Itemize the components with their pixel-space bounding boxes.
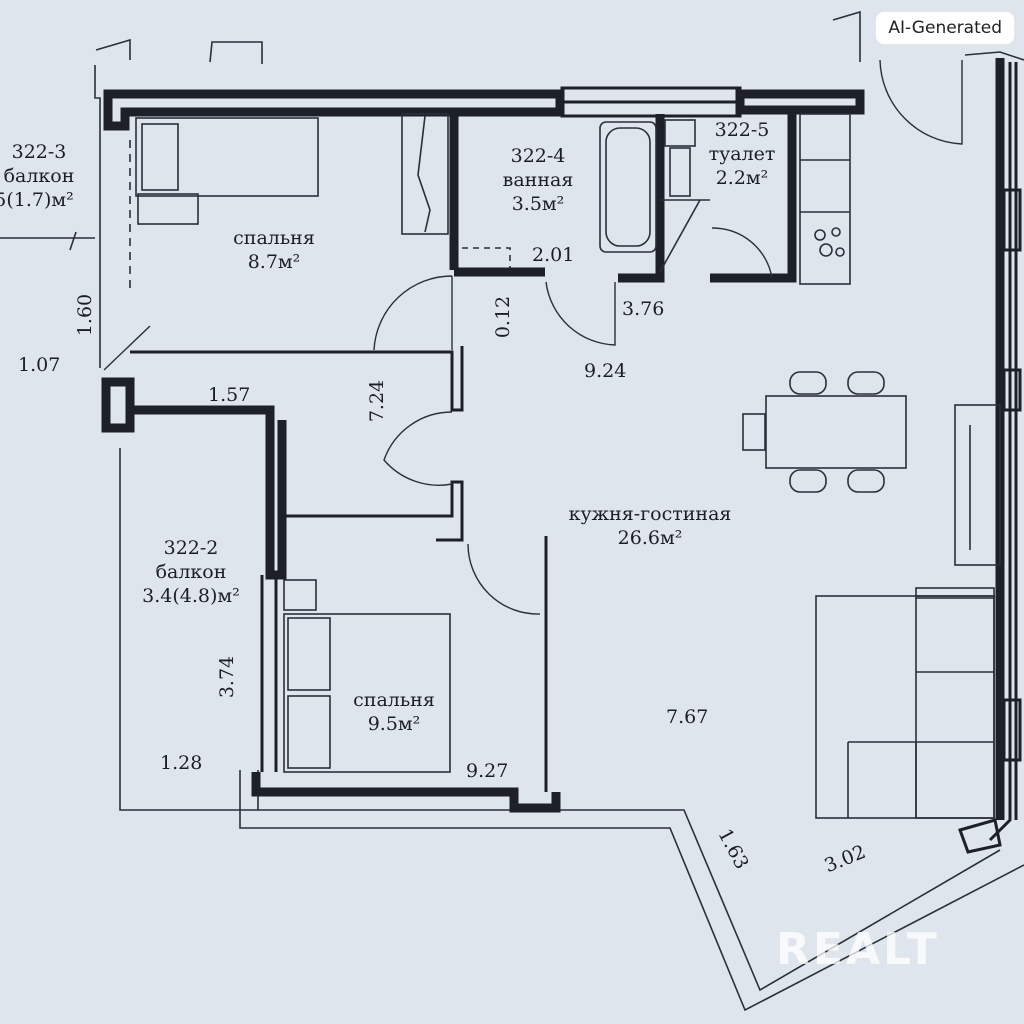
room-bedroom-1: спальня 8.7м² bbox=[224, 226, 324, 274]
dim-1-07: 1.07 bbox=[18, 354, 61, 376]
realt-watermark: REALT bbox=[776, 924, 940, 975]
room-toilet: 322-5 туалет 2.2м² bbox=[700, 118, 784, 190]
room-id: 322-4 bbox=[510, 145, 566, 167]
window-top bbox=[560, 86, 742, 118]
room-area: 9.5м² bbox=[367, 713, 421, 735]
kitchen-counter bbox=[799, 113, 851, 285]
room-name: балкон bbox=[3, 165, 75, 187]
room-name: кужня-гостиная bbox=[568, 503, 732, 525]
bed-bedroom2 bbox=[283, 579, 451, 773]
room-area: 8.7м² bbox=[247, 251, 301, 273]
left-inner-wall bbox=[101, 377, 135, 433]
sofa bbox=[815, 587, 995, 819]
bed-bedroom1 bbox=[135, 117, 319, 225]
balcony-door-swing bbox=[103, 325, 151, 371]
corridor-wall bbox=[130, 405, 287, 580]
room-area: 2.2м² bbox=[715, 167, 769, 189]
balcony-top-frame bbox=[94, 65, 101, 368]
right-frame bbox=[832, 10, 1024, 62]
room-bedroom-2: спальня 9.5м² bbox=[342, 688, 446, 736]
bathroom-dash bbox=[462, 247, 511, 268]
ai-generated-badge: AI-Generated bbox=[876, 12, 1014, 44]
dim-1-57: 1.57 bbox=[208, 384, 251, 406]
room-area: 5(1.7)м² bbox=[0, 189, 74, 211]
room-balcony-2: 322-2 балкон 3.4(4.8)м² bbox=[126, 536, 256, 608]
dim-2-01: 2.01 bbox=[532, 244, 575, 266]
dim-7-67: 7.67 bbox=[666, 706, 709, 728]
toilet-right-wall bbox=[710, 114, 797, 283]
window-left bbox=[260, 575, 278, 772]
room-id: 322-5 bbox=[714, 119, 770, 141]
dim-9-24: 9.24 bbox=[584, 360, 627, 382]
dim-7-24: 7.24 bbox=[366, 379, 389, 423]
hall-partition bbox=[130, 346, 464, 542]
dining-table bbox=[742, 371, 907, 493]
room-area: 3.5м² bbox=[511, 193, 565, 215]
room-name: туалет bbox=[708, 143, 776, 165]
door-bathroom bbox=[545, 281, 616, 346]
room-id: 322-3 bbox=[11, 141, 67, 163]
toilet-fixture bbox=[659, 119, 710, 273]
room-balcony-3: 322-3 балкон 5(1.7)м² bbox=[0, 140, 78, 212]
wardrobe-bedroom1 bbox=[401, 113, 449, 235]
door-bedroom1 bbox=[373, 275, 453, 351]
dim-3-74: 3.74 bbox=[216, 655, 239, 699]
bottom-wall bbox=[251, 772, 561, 813]
room-living: кужня-гостиная 26.6м² bbox=[552, 502, 748, 550]
dim-9-27: 9.27 bbox=[466, 760, 509, 782]
room-name: спальня bbox=[353, 689, 435, 711]
bottom-corner bbox=[958, 818, 1002, 854]
cabinet-right bbox=[954, 404, 1001, 566]
door-entrance bbox=[879, 59, 963, 145]
dim-0-12: 0.12 bbox=[492, 295, 515, 339]
balcony-top-rail bbox=[95, 38, 263, 64]
room-name: спальня bbox=[233, 227, 315, 249]
left-dim-line bbox=[0, 231, 95, 251]
door-corridor bbox=[383, 411, 453, 486]
room-name: балкон bbox=[155, 561, 227, 583]
bathtub bbox=[599, 121, 657, 253]
room-area: 26.6м² bbox=[617, 527, 683, 549]
top-wall bbox=[103, 89, 565, 131]
dim-1-28: 1.28 bbox=[160, 752, 203, 774]
bathroom-right-wall bbox=[618, 114, 665, 283]
top-wall-right bbox=[735, 89, 865, 115]
room-bathroom: 322-4 ванная 3.5м² bbox=[490, 144, 586, 216]
room-id: 322-2 bbox=[163, 537, 219, 559]
bottom-balcony-frame bbox=[239, 770, 1024, 1012]
room-name: ванная bbox=[502, 169, 574, 191]
dim-1-60: 1.60 bbox=[74, 293, 97, 337]
door-toilet bbox=[711, 227, 773, 279]
room-area: 3.4(4.8)м² bbox=[142, 585, 240, 607]
door-bedroom2 bbox=[467, 543, 541, 615]
dim-3-76: 3.76 bbox=[622, 298, 665, 320]
window-right bbox=[1002, 188, 1022, 762]
